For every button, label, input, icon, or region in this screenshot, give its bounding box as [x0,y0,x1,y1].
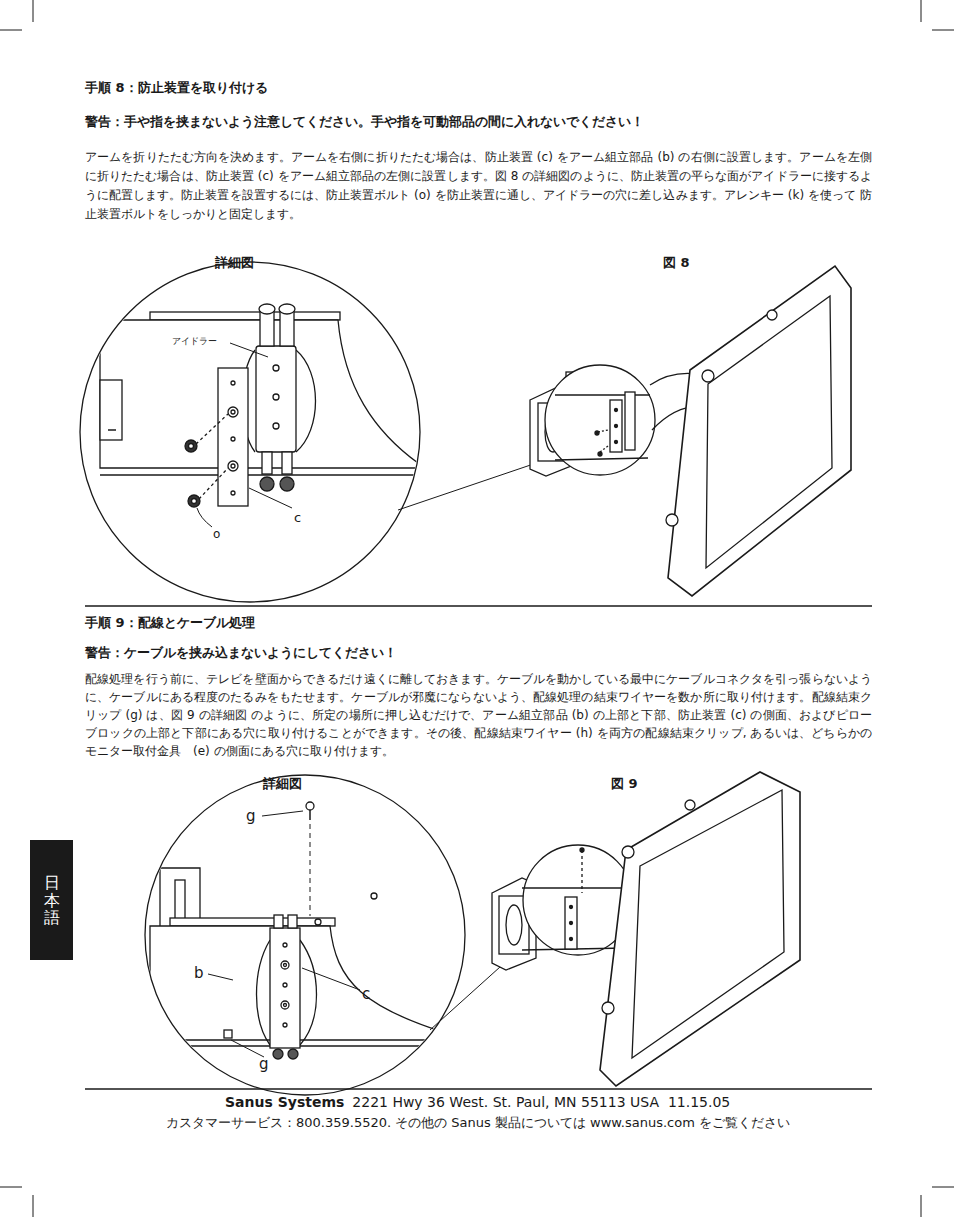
figure-number: 図 8 [663,254,690,271]
instruction-paragraph: 配線処理を行う前に、テレビを壁面からできるだけ遠くに離しておきます。ケーブルを動… [85,670,872,760]
part-letter: b [194,964,204,982]
customer-service-note: カスタマーサービス：800.359.5520. その他の Sanus 製品につい… [166,1114,790,1132]
section-rule [85,605,872,607]
footer-rule [85,1088,872,1090]
detail-caption: 詳細図 [263,775,302,792]
step-heading: 手順 9：配線とケーブル処理 [85,614,255,631]
figure-8-overview [530,266,851,596]
warning-text: 警告：手や指を挟まないよう注意してください。手や指を可動部品の間に入れないでくだ… [85,113,644,130]
figure-number: 図 9 [611,775,638,792]
detail-8-drawing [80,262,560,602]
step-heading: 手順 8：防止装置を取り付ける [85,79,268,96]
part-letter: g [259,1055,269,1073]
part-letter: o [213,527,220,542]
part-name: アイドラー [172,335,217,347]
detail-9-drawing [145,775,530,1095]
warning-text: 警告：ケーブルを挟み込まないようにしてください！ [85,644,397,661]
part-letter: c [362,985,370,1003]
detail-caption: 詳細図 [215,254,254,271]
company-address: 2221 Hwy 36 West. St. Paul, MN 55113 USA… [352,1093,730,1111]
instruction-paragraph: アームを折りたたむ方向を決めます。アームを右側に折りたたむ場合は、防止装置 (c… [85,148,872,224]
language-tab: 日本語 [30,840,73,960]
company-name: Sanus Systems [225,1093,344,1111]
figure-9-overview [492,772,800,1086]
part-letter: c [294,510,301,526]
part-letter: g [246,807,256,825]
language-label: 日本語 [44,874,60,927]
